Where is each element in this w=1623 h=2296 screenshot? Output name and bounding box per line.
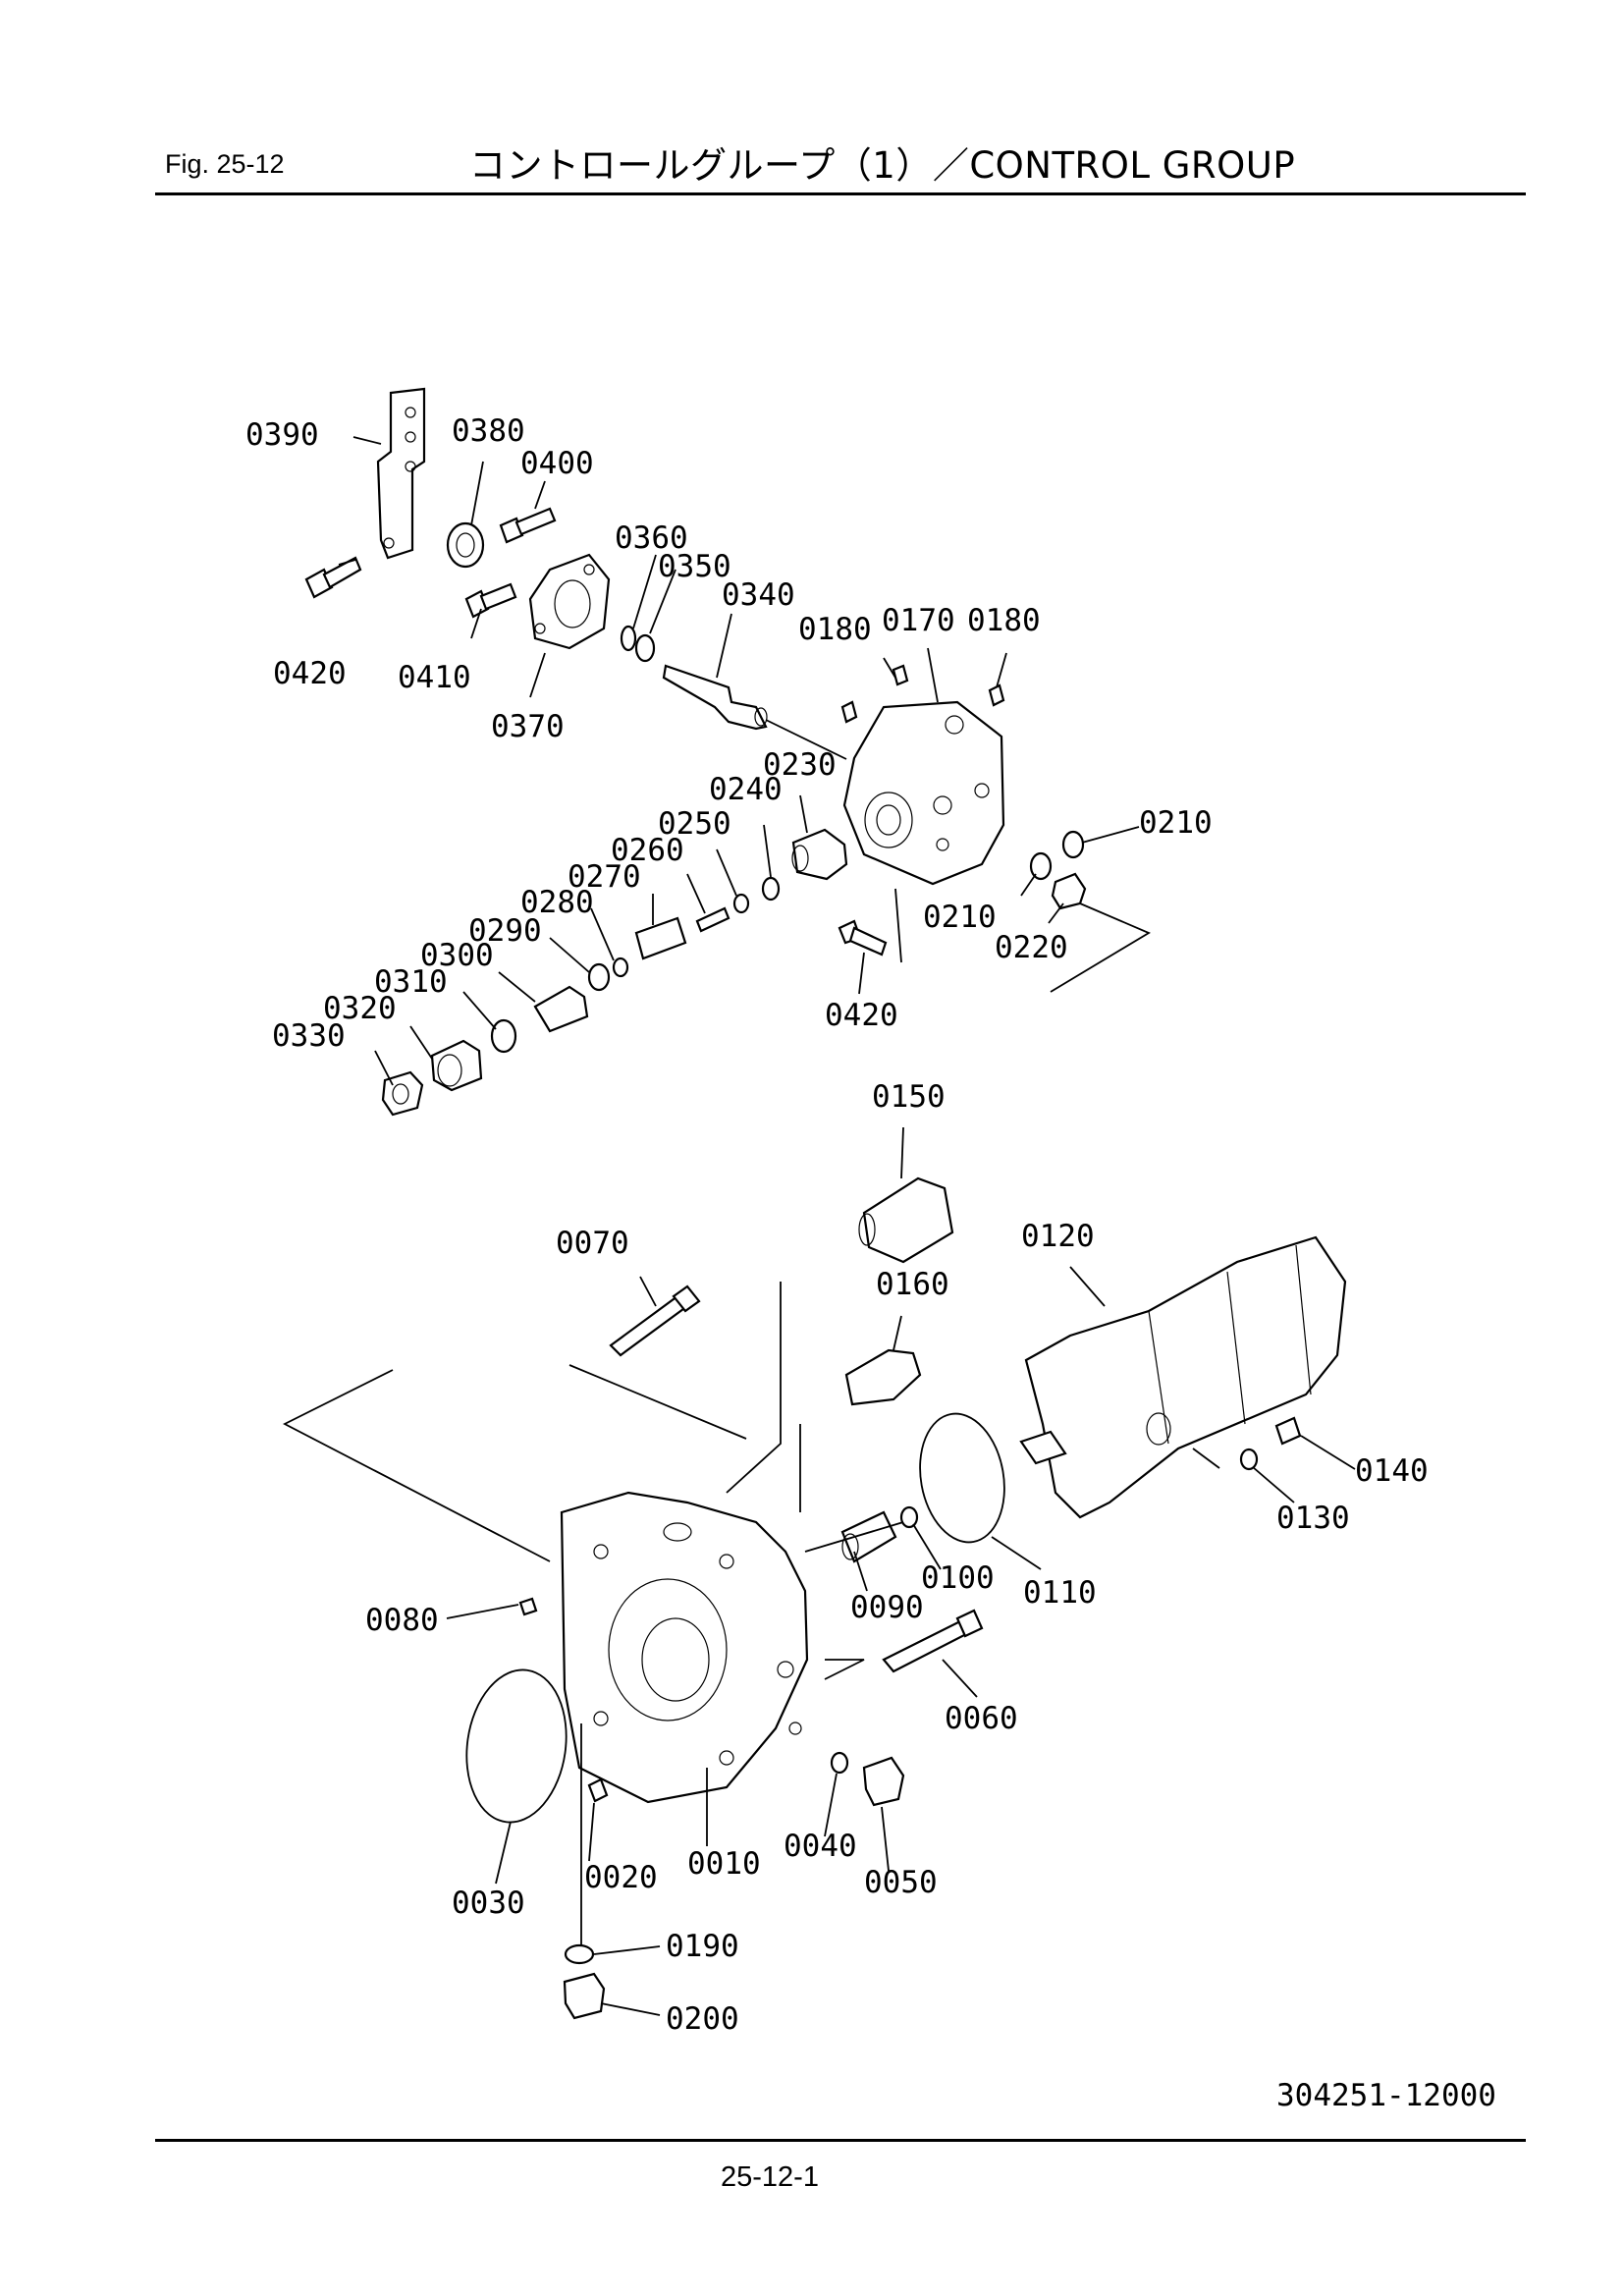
set-screw-part <box>988 683 1005 707</box>
upper-leader-lines <box>338 436 1151 1086</box>
part-label: 0020 <box>584 1860 658 1895</box>
plug-part <box>862 1756 905 1807</box>
bolt-part <box>609 1294 689 1357</box>
part-label: 0110 <box>1023 1575 1097 1611</box>
part-label: 0230 <box>763 747 837 783</box>
part-label: 0030 <box>452 1886 525 1921</box>
page-number: 25-12-1 <box>721 2161 819 2193</box>
check-valve-part <box>844 1348 922 1406</box>
part-label: 0010 <box>687 1846 761 1882</box>
lower-pump-assembly <box>465 1176 1347 2020</box>
gear-pump-part <box>1024 1235 1347 1519</box>
relief-valve-part <box>862 1176 954 1264</box>
lever-part <box>376 387 426 560</box>
part-label: 0360 <box>615 520 688 556</box>
part-label: 0420 <box>825 998 898 1033</box>
pump-housing-part <box>560 1491 809 1804</box>
o-ring-part <box>919 1412 1005 1544</box>
part-label: 0300 <box>420 938 494 973</box>
o-ring-part <box>634 633 656 663</box>
part-label: 0400 <box>520 446 594 481</box>
part-label: 0140 <box>1355 1453 1429 1489</box>
part-label: 0200 <box>666 2001 739 2037</box>
part-label: 0330 <box>272 1018 346 1054</box>
cap-part <box>430 1039 483 1092</box>
header-rule <box>155 192 1526 195</box>
part-label: 0310 <box>374 964 448 1000</box>
nut-part <box>381 1070 424 1117</box>
spring-part <box>695 906 730 933</box>
part-label: 0270 <box>568 859 641 895</box>
part-label: 0180 <box>967 603 1041 638</box>
part-label: 0390 <box>245 417 319 453</box>
part-label: 0290 <box>468 913 542 949</box>
part-label: 0260 <box>611 833 684 868</box>
part-label: 0090 <box>850 1590 924 1625</box>
flange-part <box>528 553 611 650</box>
part-label: 0060 <box>945 1701 1018 1736</box>
sleeve-part <box>840 1510 897 1563</box>
part-number-labels: 0390 0380 0400 0360 0350 0340 0180 0170 … <box>245 413 1429 2037</box>
part-label: 0130 <box>1276 1501 1350 1536</box>
part-label: 0340 <box>722 577 795 613</box>
set-screw-part <box>840 700 858 724</box>
drawing-number: 304251-12000 <box>1276 2078 1496 2113</box>
part-label: 0240 <box>709 772 783 807</box>
seal-part <box>446 521 485 569</box>
o-ring-part <box>465 1668 568 1824</box>
control-housing-part <box>842 700 1005 886</box>
footer-rule <box>155 2139 1526 2142</box>
part-label: 0170 <box>882 603 955 638</box>
part-label: 0180 <box>798 612 872 647</box>
o-ring-part <box>620 625 637 652</box>
part-label: 0420 <box>273 656 347 691</box>
part-label: 0160 <box>876 1267 949 1302</box>
part-label: 0050 <box>864 1865 938 1900</box>
page-title: コントロールグループ（1）／CONTROL GROUP <box>469 144 1296 187</box>
spring-part <box>634 916 687 960</box>
part-label: 0210 <box>1139 805 1213 841</box>
part-label: 0370 <box>491 709 565 744</box>
part-label: 0280 <box>520 885 594 920</box>
lower-leader-lines <box>283 1126 1356 2016</box>
bolt-part <box>882 1618 972 1673</box>
part-label: 0150 <box>872 1079 946 1115</box>
part-label: 0120 <box>1021 1219 1095 1254</box>
upper-control-assembly <box>304 387 1087 1117</box>
part-label: 0100 <box>921 1560 995 1596</box>
spool-part <box>662 664 768 731</box>
part-label: 0040 <box>784 1829 857 1864</box>
figure-label: Fig. 25-12 <box>165 149 285 179</box>
part-label: 0320 <box>323 991 397 1026</box>
part-label: 0220 <box>995 930 1068 965</box>
plug-part <box>563 1972 606 2020</box>
part-label: 0350 <box>658 549 731 584</box>
part-label: 0080 <box>365 1603 439 1638</box>
part-label: 0070 <box>556 1226 629 1261</box>
part-label: 0210 <box>923 900 997 935</box>
part-label: 0410 <box>398 660 471 695</box>
set-screw-part <box>892 664 909 686</box>
part-label: 0250 <box>658 806 731 842</box>
part-label: 0190 <box>666 1929 739 1964</box>
plug-part <box>533 985 589 1033</box>
part-label: 0380 <box>452 413 525 449</box>
